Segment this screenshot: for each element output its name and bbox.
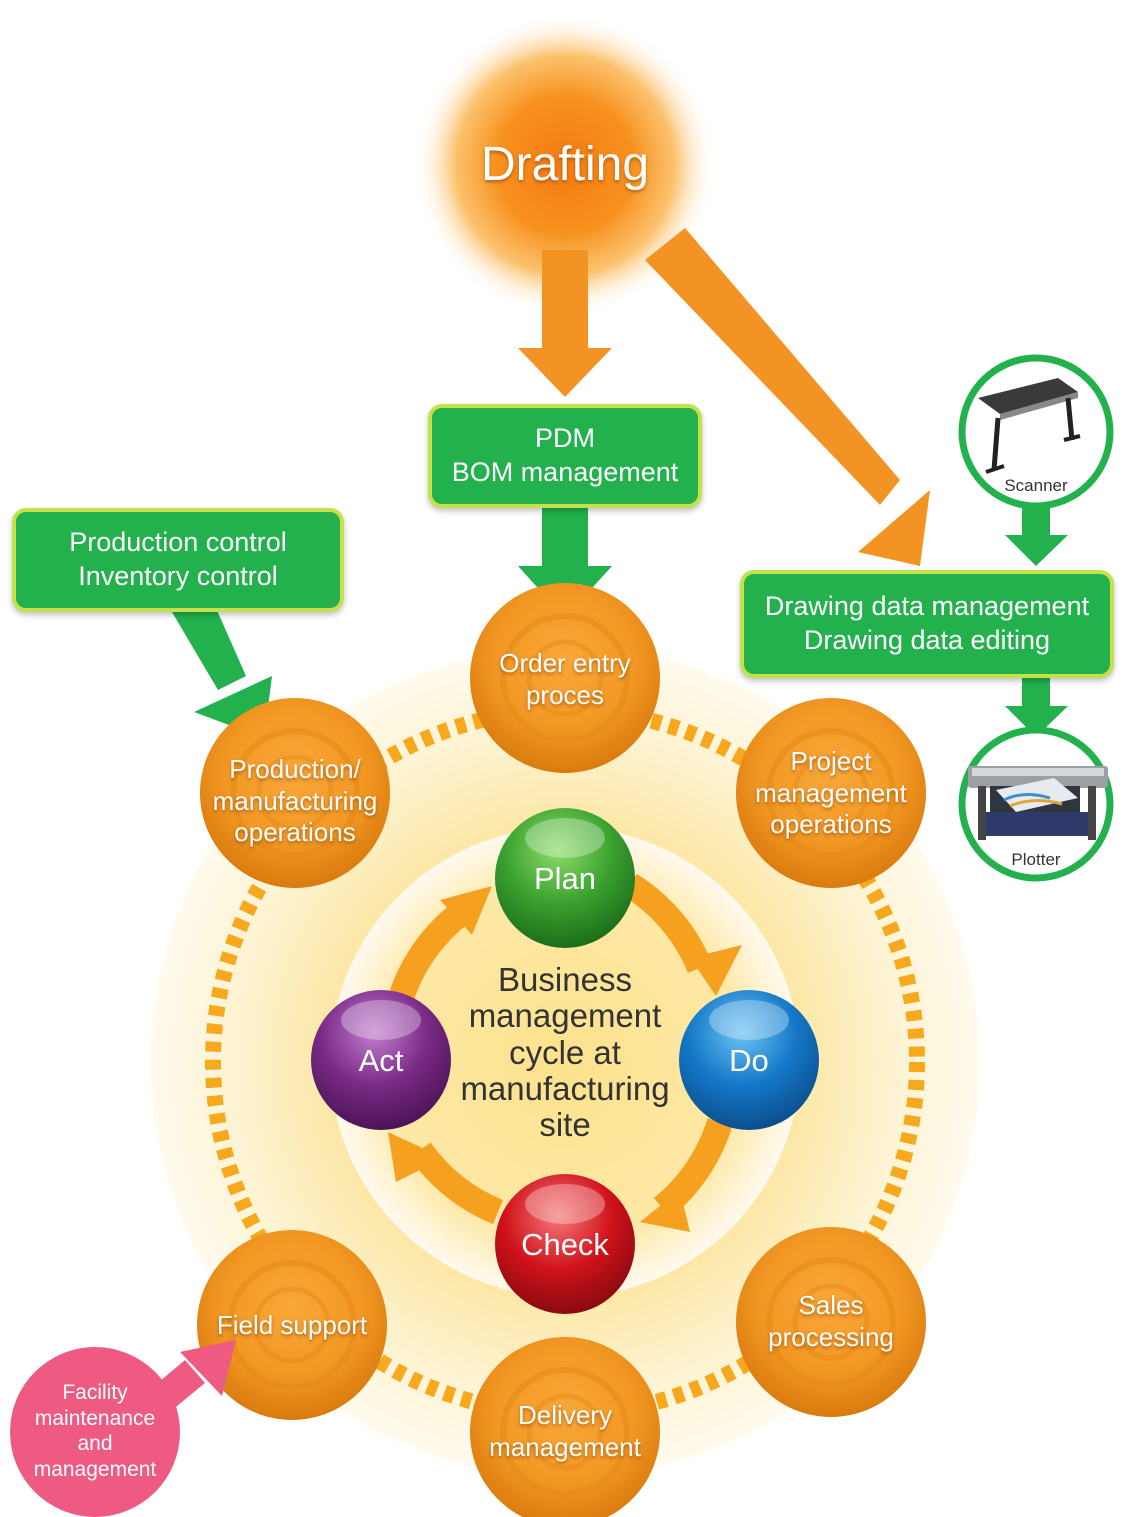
op-label-order-entry: Order entry proces: [499, 648, 631, 710]
op-label-field-support: Field support: [216, 1310, 368, 1340]
op-circle-production-manufacturing: [200, 698, 390, 888]
pdm-box-line-2: BOM management: [451, 457, 679, 487]
drafting-label: Drafting: [480, 138, 650, 191]
op-label-delivery-management: Delivery management: [489, 1400, 641, 1462]
drafting-to-pdm-arrow: [518, 250, 612, 397]
plan-sphere: [495, 808, 635, 948]
scanner-device: [958, 354, 1114, 510]
op-circle-delivery-management: [470, 1337, 660, 1517]
scanner-icon: [978, 378, 1081, 474]
drawing-data-line-1: Drawing data management: [764, 591, 1090, 622]
drawing-data-box: Drawing data management Drawing data edi…: [740, 570, 1114, 678]
plotter-device: [958, 726, 1114, 882]
plotter-label: Plotter: [1011, 850, 1061, 869]
facility-circle: [10, 1347, 180, 1517]
act-sphere: [311, 990, 451, 1130]
act-to-plan-arrow: [389, 901, 471, 1000]
drawing-data-line-2: Drawing data editing: [803, 625, 1051, 655]
pdca-arrowheads: [388, 886, 742, 1232]
drawing-data-to-plotter-arrow: [1005, 678, 1068, 737]
drafting-sun: [413, 13, 717, 317]
pdm-to-order-arrow: [518, 506, 612, 618]
op-circle-sales-processing: [736, 1227, 926, 1417]
scanner-label: Scanner: [1004, 476, 1068, 495]
production-control-box: Production control Inventory control: [12, 508, 344, 612]
facility-label: Facility maintenance and management: [33, 1381, 157, 1481]
do-label: Do: [729, 1043, 769, 1078]
op-label-sales-processing: Sales processing: [768, 1290, 894, 1352]
production-control-line-1: Production control: [69, 527, 287, 558]
plan-label: Plan: [533, 861, 597, 896]
center-label: Business management cycle at manufacturi…: [460, 961, 670, 1144]
plotter-icon: [968, 766, 1108, 840]
check-sphere: [495, 1174, 635, 1314]
pdm-box-line-1: PDM: [535, 423, 595, 454]
act-label: Act: [358, 1043, 404, 1078]
check-label: Check: [521, 1227, 609, 1262]
do-sphere: [679, 990, 819, 1130]
op-circle-project-management: [736, 698, 926, 888]
scanner-to-drawing-data-arrow: [1005, 502, 1068, 566]
production-control-line-2: Inventory control: [78, 561, 278, 591]
op-circle-order-entry: [470, 583, 660, 773]
op-circle-field-support: [197, 1230, 387, 1420]
drafting-to-drawing-data-arrow: [645, 228, 930, 566]
pdm-box: PDM BOM management: [428, 404, 702, 508]
op-label-project-management: Project management operations: [755, 746, 907, 840]
op-label-production-manufacturing: Production/ manufacturing operations: [212, 754, 378, 848]
